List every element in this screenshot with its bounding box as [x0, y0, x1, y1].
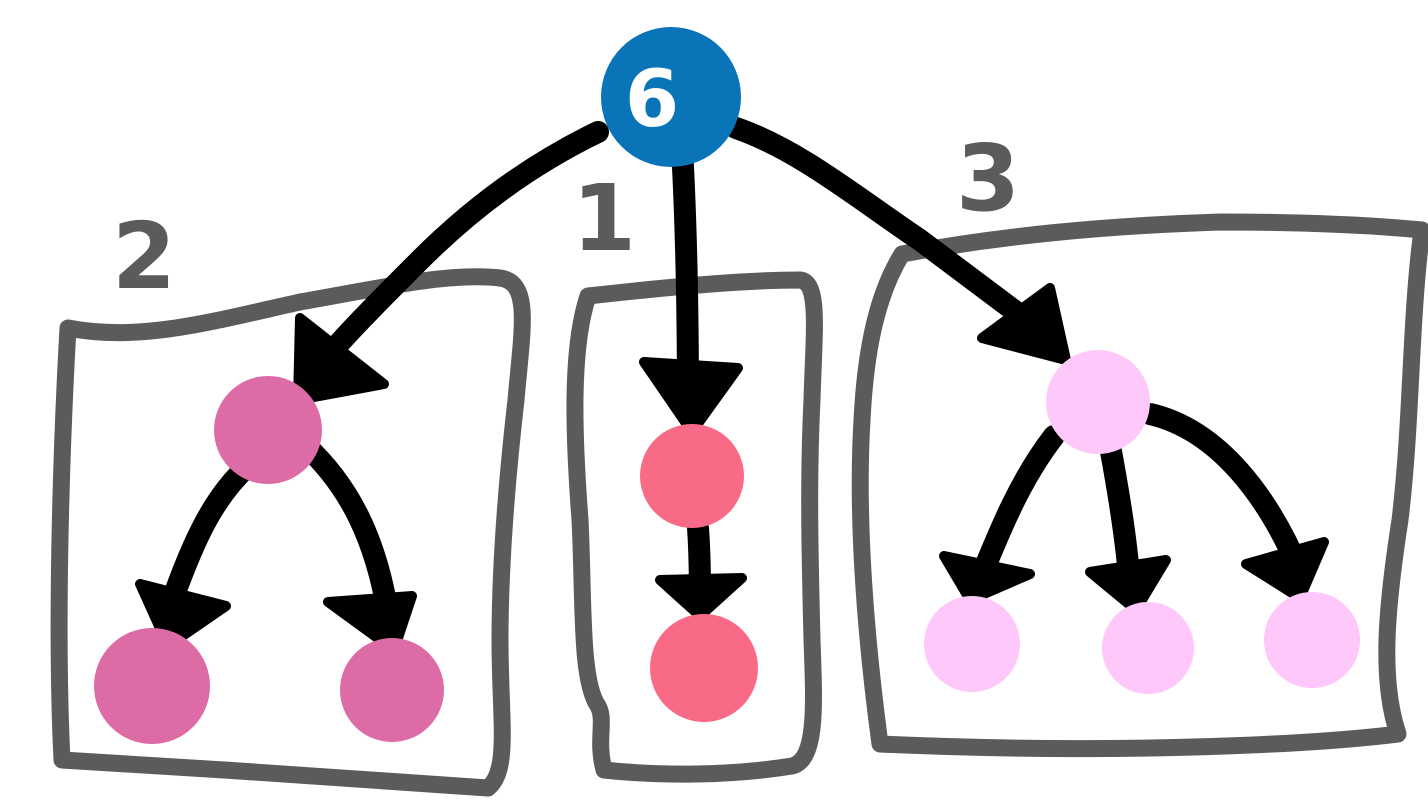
group-middle-count-label: 1	[572, 165, 636, 272]
arrowhead-to-group-right	[977, 283, 1071, 365]
group-box-middle	[566, 271, 823, 783]
edge-root-to-group-left	[307, 121, 609, 379]
root-node	[601, 27, 741, 167]
right-group-parent-node	[1046, 350, 1150, 454]
root-node-label: 6	[625, 55, 679, 145]
group-box-right	[851, 213, 1428, 758]
arrowhead-right-group-right-child	[1241, 537, 1329, 603]
left-group-right-child-node	[340, 638, 444, 742]
middle-group-top-node	[640, 424, 744, 528]
left-group-left-child-node	[94, 628, 210, 744]
arrowhead-right-group-left-child	[939, 551, 1035, 605]
edge-left-parent-to-right-child	[293, 433, 399, 625]
arrowhead-right-child	[323, 591, 417, 655]
arrowhead-to-group-middle	[639, 357, 743, 437]
right-group-middle-child-node	[1102, 602, 1194, 694]
edge-root-to-group-right	[725, 117, 1051, 341]
group-left-count-label: 2	[112, 203, 176, 310]
group-right-count-label: 3	[956, 125, 1020, 232]
edge-right-parent-to-right-child	[1139, 403, 1311, 583]
arrowhead-middle-bottom	[655, 573, 747, 621]
middle-group-bottom-node	[650, 614, 758, 722]
arrowhead-to-group-left	[293, 313, 389, 405]
arrowhead-right-group-middle-child	[1085, 555, 1171, 615]
right-group-left-child-node	[924, 596, 1020, 692]
left-group-parent-node	[214, 376, 322, 484]
right-group-right-child-node	[1264, 592, 1360, 688]
group-box-left	[50, 268, 531, 797]
